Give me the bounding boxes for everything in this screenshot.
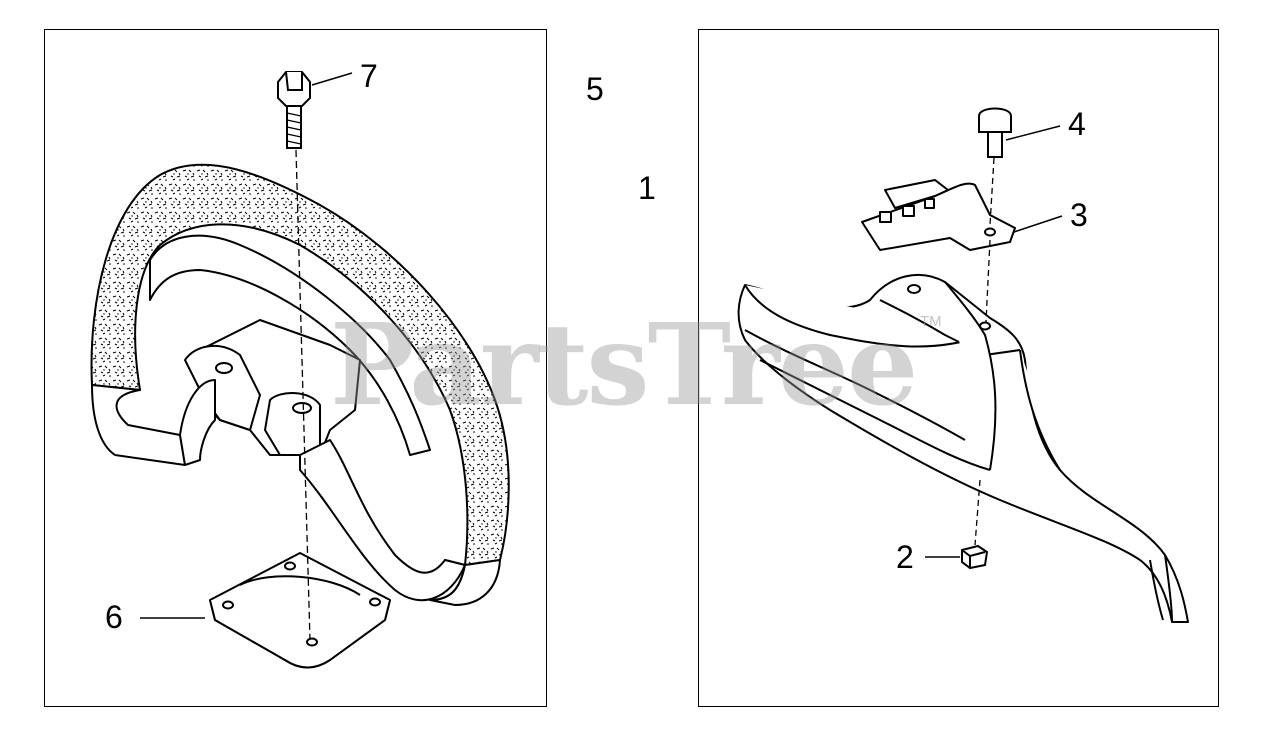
callout-7: 7 — [360, 58, 378, 94]
assembly-axis-mid-right — [985, 239, 991, 323]
shield-bracket — [861, 179, 1016, 251]
callout-5: 5 — [586, 71, 604, 107]
leader-line-7 — [311, 72, 353, 86]
debris-shield — [737, 273, 1189, 623]
callout-3: 3 — [1070, 197, 1088, 233]
handle-clamp-plate — [209, 552, 391, 669]
handle-bolt — [277, 71, 311, 149]
callout-2: 2 — [896, 539, 914, 575]
callout-1: 1 — [638, 170, 656, 206]
shield-nut — [961, 544, 989, 570]
front-handle — [90, 163, 510, 606]
shield-screw — [978, 107, 1012, 158]
callout-4: 4 — [1068, 106, 1086, 142]
assembly-axis-upper-right — [989, 157, 995, 226]
assembly-axis-lower-right — [974, 479, 981, 546]
leader-line-4 — [1005, 125, 1061, 141]
assembly-axis-left — [295, 149, 311, 641]
watermark-trademark: TM — [920, 313, 942, 330]
leader-line-3 — [1013, 215, 1063, 233]
callout-6: 6 — [105, 599, 123, 635]
